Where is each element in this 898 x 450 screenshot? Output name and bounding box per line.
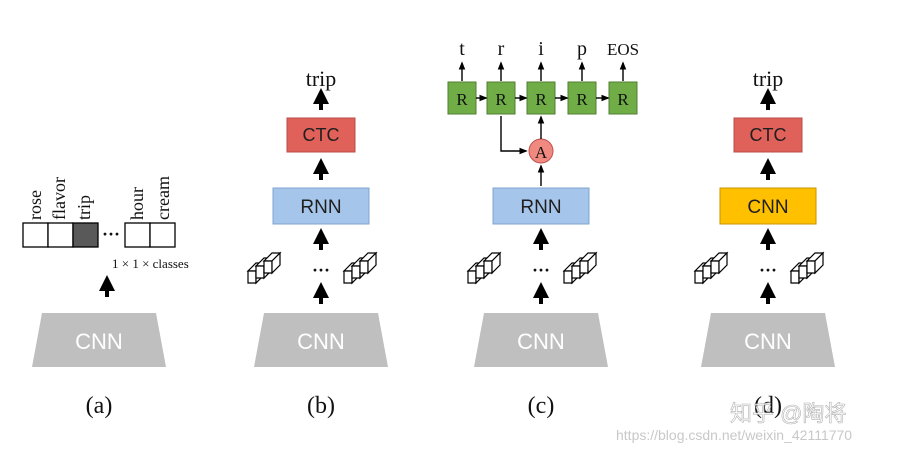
- output-eos: EOS: [607, 40, 639, 59]
- svg-text:R: R: [456, 90, 468, 109]
- decoder-cell-5: R: [608, 81, 638, 115]
- output-char-r: r: [498, 38, 505, 60]
- feature-columns-c-right: [563, 252, 597, 284]
- class-label-flavor: flavor: [49, 177, 69, 220]
- vector-ellipsis: ···: [102, 224, 120, 244]
- class-label-hour: hour: [127, 187, 147, 220]
- output-char-i: i: [538, 38, 544, 60]
- output-text-b: trip: [306, 66, 337, 91]
- cnn2-label-d: CNN: [747, 197, 788, 218]
- attention-label: A: [535, 143, 548, 162]
- class-label-rose: rose: [25, 190, 45, 220]
- panel-d: CNN ··· CNN CTC trip (d): [694, 66, 835, 419]
- panel-label-a: (a): [86, 393, 113, 419]
- svg-text:R: R: [617, 90, 629, 109]
- panel-label-b: (b): [307, 393, 335, 419]
- svg-text:R: R: [535, 90, 547, 109]
- watermark-zhihu: 知乎 @陶将: [730, 401, 846, 426]
- cnn-label-d: CNN: [744, 329, 792, 354]
- arrow-c-cell2-to-attention: [500, 116, 528, 155]
- ctc-box-b: [286, 117, 356, 153]
- svg-text:R: R: [495, 90, 507, 109]
- ctc-label-d: CTC: [750, 125, 787, 145]
- cnn-box-d: [719, 187, 817, 225]
- ctc-label-b: CTC: [303, 125, 340, 145]
- cnn-label-a: CNN: [75, 329, 123, 354]
- cnn-trapezoid-a: [32, 313, 166, 367]
- class-label-trip: trip: [74, 195, 94, 220]
- cnn-trapezoid-d: [701, 313, 835, 367]
- panel-b: CNN ··· RNN CTC trip (b): [247, 66, 388, 419]
- feature-columns-b-right: [343, 252, 377, 284]
- feature-columns-b-left: [247, 252, 281, 284]
- panel-label-d: (d): [754, 393, 782, 419]
- panel-label-c: (c): [528, 393, 555, 419]
- feature-columns-d-left: [694, 252, 728, 284]
- vector-dims-label: 1 × 1 × classes: [112, 256, 189, 271]
- output-text-d: trip: [753, 66, 784, 91]
- cnn-trapezoid-b: [254, 313, 388, 367]
- rnn-box-b: [272, 187, 370, 225]
- features-ellipsis-b: ···: [312, 260, 330, 280]
- feature-columns-c-left: [467, 252, 501, 284]
- decoder-cell-4: R: [567, 81, 597, 115]
- ctc-box-d: [733, 117, 803, 153]
- cnn-label-c: CNN: [517, 329, 565, 354]
- rnn-label-c: RNN: [520, 197, 561, 218]
- class-label-cream: cream: [153, 176, 173, 220]
- output-char-p: p: [577, 38, 587, 60]
- cnn-trapezoid-c: [474, 313, 608, 367]
- decoder-cell-2: R: [486, 81, 516, 115]
- watermark-url: https://blog.csdn.net/weixin_42111770: [616, 427, 852, 443]
- cnn-label-b: CNN: [297, 329, 345, 354]
- features-ellipsis-c: ···: [532, 260, 550, 280]
- rnn-box-c: [492, 187, 590, 225]
- feature-columns-d-right: [790, 252, 824, 284]
- features-ellipsis-d: ···: [759, 260, 777, 280]
- panel-c: CNN ··· RNN A R R: [447, 38, 639, 419]
- output-char-t: t: [459, 38, 465, 60]
- decoder-cell-3: R: [526, 81, 556, 115]
- panel-a: CNN ··· rose flavor trip hour cream 1 × …: [22, 176, 189, 419]
- decoder-cell-1: R: [447, 81, 477, 115]
- rnn-label-b: RNN: [300, 197, 341, 218]
- svg-text:R: R: [576, 90, 588, 109]
- class-vector: [22, 222, 176, 248]
